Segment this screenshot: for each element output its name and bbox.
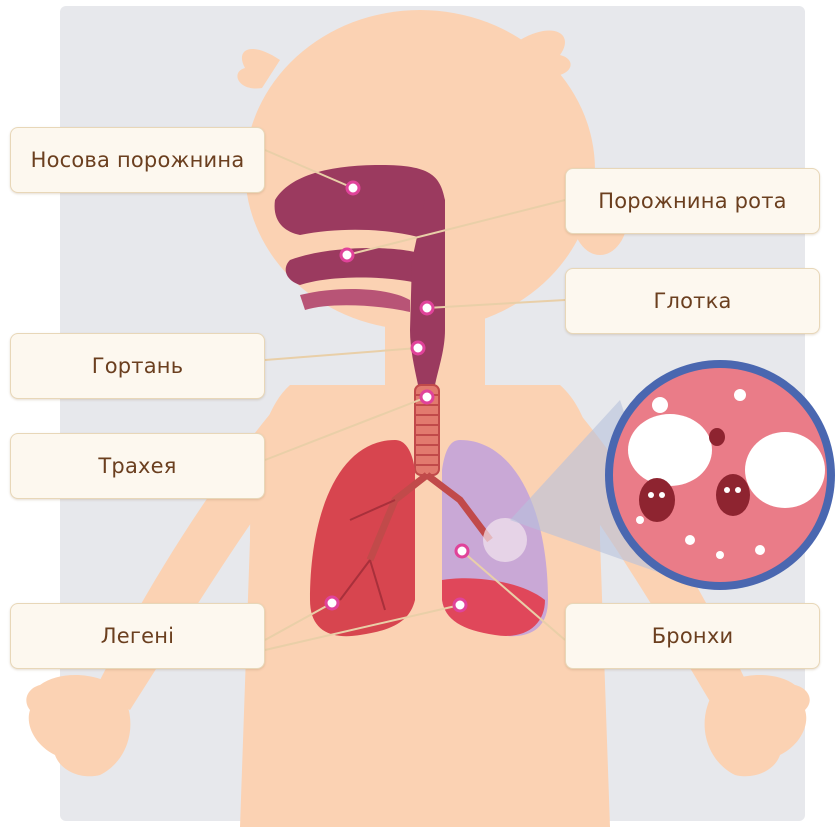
- blood-cell-character-1: [639, 478, 675, 522]
- marker-trachea: [421, 391, 433, 403]
- blood-cell-character-3: [709, 428, 725, 446]
- alveolus-2: [745, 432, 825, 508]
- marker-bronchi: [456, 545, 468, 557]
- label-bronchi: Бронхи: [565, 603, 820, 669]
- marker-larynx: [412, 342, 424, 354]
- alveolus-1: [628, 414, 712, 486]
- label-nasal-cavity: Носова порожнина: [10, 127, 265, 193]
- marker-lungs-left: [326, 597, 338, 609]
- marker-pharynx: [421, 302, 433, 314]
- label-trachea: Трахея: [10, 433, 265, 499]
- label-pharynx: Глотка: [565, 268, 820, 334]
- marker-nasal-cavity: [347, 182, 359, 194]
- label-lungs: Легені: [10, 603, 265, 669]
- blood-cell-character-2: [716, 474, 750, 516]
- marker-lungs-right: [454, 599, 466, 611]
- label-oral-cavity: Порожнина рота: [565, 168, 820, 234]
- alveoli-cluster: [483, 518, 527, 562]
- marker-oral-cavity: [341, 249, 353, 261]
- label-larynx: Гортань: [10, 333, 265, 399]
